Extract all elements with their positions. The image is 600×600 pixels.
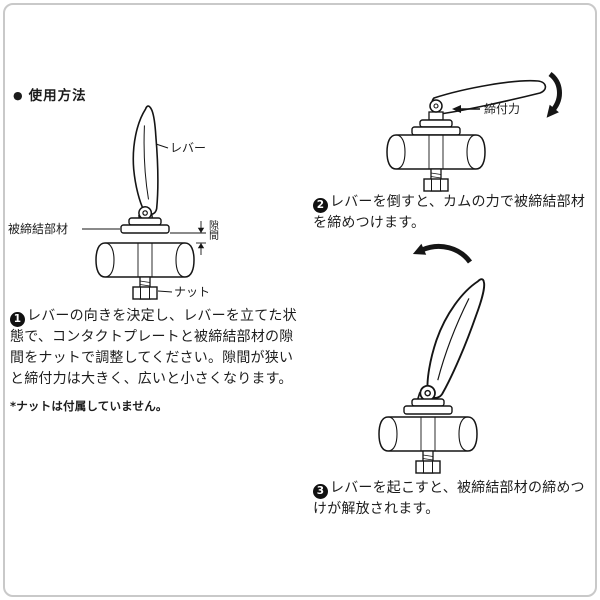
fastened-member-drawing	[386, 134, 486, 192]
contact-plate-drawing	[120, 217, 170, 234]
force-label: 締付力	[484, 101, 520, 116]
nut-label-pointer	[157, 290, 173, 293]
lever-label-pointer	[155, 143, 169, 149]
section-title: 使用方法	[28, 88, 87, 104]
figure-lever-raised	[378, 243, 489, 474]
gap-label: 隙間	[207, 219, 219, 241]
lever-drawing	[124, 104, 168, 227]
contact-plate-drawing	[411, 119, 461, 136]
cam-block	[428, 111, 444, 121]
figure-lever-folded: 締付力	[386, 71, 562, 192]
note-nut-not-included: *ナットは付属していません。	[10, 399, 168, 414]
pivot-center	[433, 103, 439, 109]
rotation-arrow-icon	[546, 71, 562, 118]
step-3-number: 3	[313, 484, 328, 500]
step-2-text: レバーを倒すと、カムの力で被締結部材を締めつけます。	[313, 194, 586, 232]
nut-label: ナット	[174, 285, 210, 299]
rotation-arrow-icon	[412, 243, 473, 264]
step-1-number: 1	[10, 312, 25, 328]
section-heading: ● 使用方法	[13, 84, 87, 104]
lever-label: レバー	[170, 141, 206, 155]
step-2-number: 2	[313, 198, 328, 214]
step-1-text: レバーの向きを決定し、レバーを立てた状態で、コンタクトプレートと被締結部材の隙間…	[10, 308, 297, 388]
member-label: 被締結部材	[8, 221, 68, 236]
lever-drawing	[415, 270, 489, 415]
gap-dimension: 隙間	[170, 219, 219, 255]
step-3-text: レバーを起こすと、被締結部材の締めつけが解放されます。	[313, 480, 585, 518]
bullet-marker: ●	[13, 89, 24, 102]
force-arrow-icon	[452, 105, 480, 113]
figure-lever-upright: レバー 被締結部材 ナット 隙間	[8, 104, 219, 300]
fastened-member-drawing	[378, 416, 478, 474]
pivot-bolt	[429, 99, 443, 113]
contact-plate-drawing	[403, 398, 453, 415]
